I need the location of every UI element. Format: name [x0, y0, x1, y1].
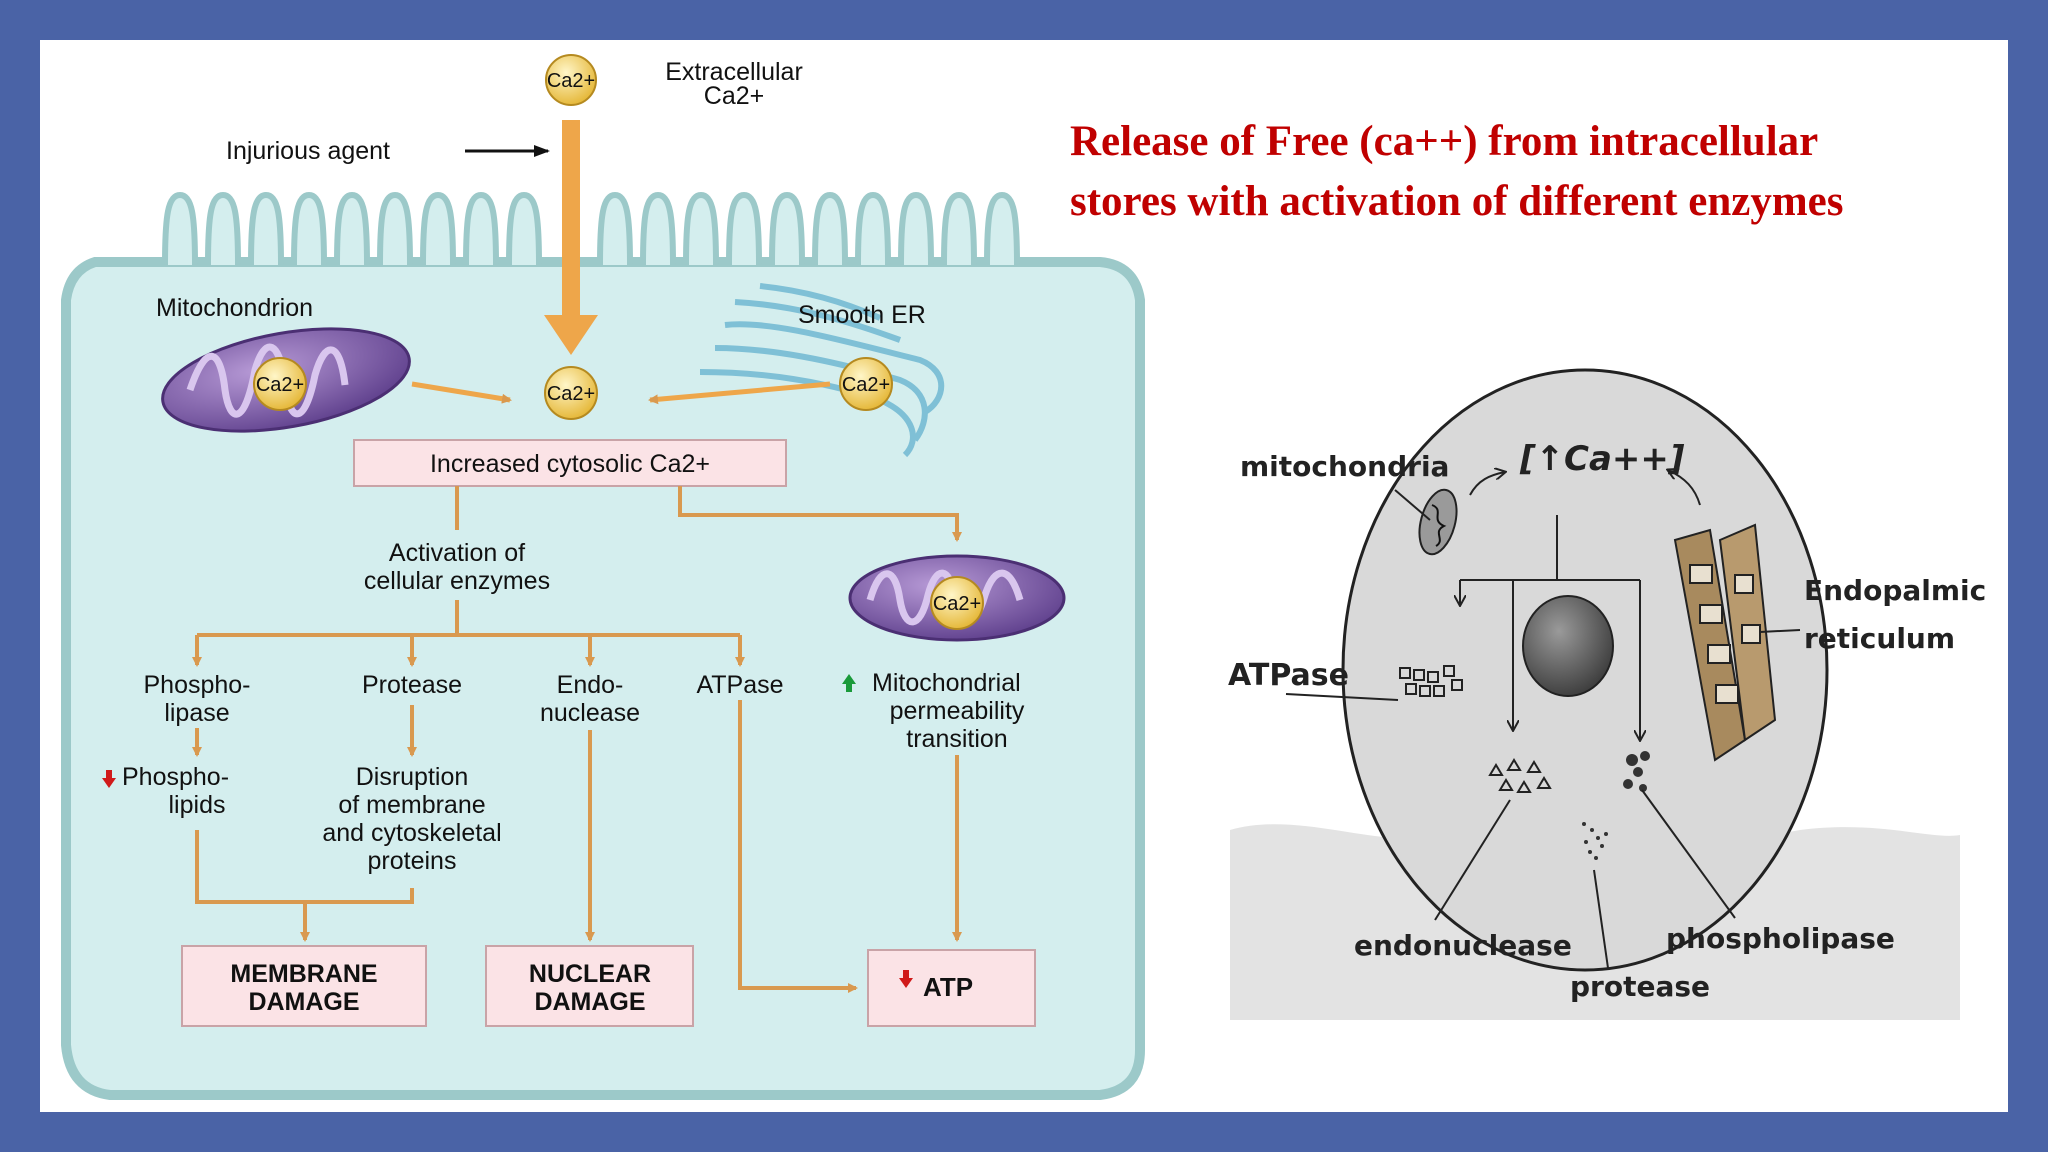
ca-badge-cytosol: Ca2+: [547, 383, 595, 405]
calcium-influx-arrow: [544, 120, 598, 355]
membrane-damage-box: [181, 945, 427, 1027]
extracellular-calcium: [545, 54, 597, 106]
disruption-label-3: and cytoskeletal: [322, 819, 501, 847]
mito-to-cytosol-arrow: [411, 381, 512, 404]
atpase-label: ATPase: [696, 671, 783, 699]
hand-leader-lines: [1285, 489, 1801, 969]
endonuclease-triangles: [1488, 758, 1552, 793]
mito-perm-label-1: Mitochondrial: [872, 669, 1021, 697]
hand-endoplasmic-label-1: Endopalmic: [1804, 574, 1986, 607]
activation-label-2: cellular enzymes: [364, 567, 550, 595]
er-to-cytosol-arrow: [648, 381, 831, 405]
mito-perm-label-2: permeability: [890, 697, 1025, 725]
activation-label-1: Activation of: [389, 539, 525, 567]
protease-label: Protease: [362, 671, 462, 699]
microvilli: [162, 191, 1020, 266]
ca-badge-er: Ca2+: [842, 374, 890, 396]
phospholipase-label-1: Phospho-: [143, 671, 250, 699]
phospholipids-label-1: Phospho-: [122, 763, 229, 791]
protease-dots: [1582, 822, 1608, 860]
phospholipase-blobs: [1623, 751, 1650, 792]
hand-ca-label: [↑Ca++]: [1519, 439, 1685, 479]
phospholipase-label-2: lipase: [164, 699, 229, 727]
cell-membrane: [61, 257, 1145, 1100]
smooth-er-label: Smooth ER: [798, 301, 926, 329]
down-arrow-icon: [102, 770, 116, 788]
mito-perm-label-3: transition: [906, 725, 1007, 753]
calcium-er: [839, 357, 893, 411]
atp-box: [867, 949, 1036, 1027]
calcium-mitochondrion: [253, 357, 307, 411]
atpase-squares: [1399, 665, 1463, 697]
slide-title: Release of Free (ca++) from intracellula…: [1070, 112, 2020, 232]
endonuclease-label-2: nuclease: [540, 699, 640, 727]
hand-protease-label: protease: [1570, 970, 1710, 1003]
hand-internal-arrows: [1460, 470, 1701, 740]
atp-down-arrow-icon: [899, 970, 913, 988]
disruption-label-1: Disruption: [356, 763, 469, 791]
hand-endoplasmic-label-2: reticulum: [1804, 622, 1955, 655]
up-arrow-icon: [842, 674, 856, 692]
nuclear-damage-box: [485, 945, 694, 1027]
hand-atpase-label: ATPase: [1228, 658, 1349, 693]
ca-badge-top: Ca2+: [547, 70, 595, 92]
injurious-agent-label: Injurious agent: [226, 137, 390, 165]
phospholipids-label-2: lipids: [169, 791, 226, 819]
increased-cytosolic-box: [353, 439, 787, 487]
extracellular-label: Extracellular: [665, 58, 803, 86]
nuclear-damage-label-2: DAMAGE: [534, 988, 645, 1016]
calcium-mito-right: [930, 576, 984, 630]
nuclear-damage-label-1: NUCLEAR: [529, 960, 651, 988]
cytosolic-calcium: [544, 366, 598, 420]
increased-cytosolic-label: Increased cytosolic Ca2+: [430, 450, 710, 478]
extracellular-ca-label: Ca2+: [704, 82, 764, 110]
flow-connectors: [192, 486, 962, 993]
atp-label: ATP: [923, 972, 973, 1002]
nucleus: [1522, 595, 1614, 697]
disruption-label-2: of membrane: [338, 791, 485, 819]
endonuclease-label-1: Endo-: [557, 671, 624, 699]
mitochondrion-label: Mitochondrion: [156, 294, 313, 322]
title-line-1: Release of Free (ca++) from intracellula…: [1070, 118, 1819, 165]
title-line-2: stores with activation of different enzy…: [1070, 178, 1844, 225]
ca-badge-mito-right: Ca2+: [933, 593, 981, 615]
membrane-damage-label-1: MEMBRANE: [230, 960, 377, 988]
hand-mitochondria-label: mitochondria: [1240, 450, 1449, 483]
disruption-label-4: proteins: [368, 847, 457, 875]
hand-endonuclease-label: endonuclease: [1354, 929, 1572, 962]
hand-phospholipase-label: phospholipase: [1666, 922, 1895, 955]
membrane-damage-label-2: DAMAGE: [248, 988, 359, 1016]
ca-badge-mito: Ca2+: [256, 374, 304, 396]
hand-endoplasmic-reticulum: [1673, 523, 1777, 762]
